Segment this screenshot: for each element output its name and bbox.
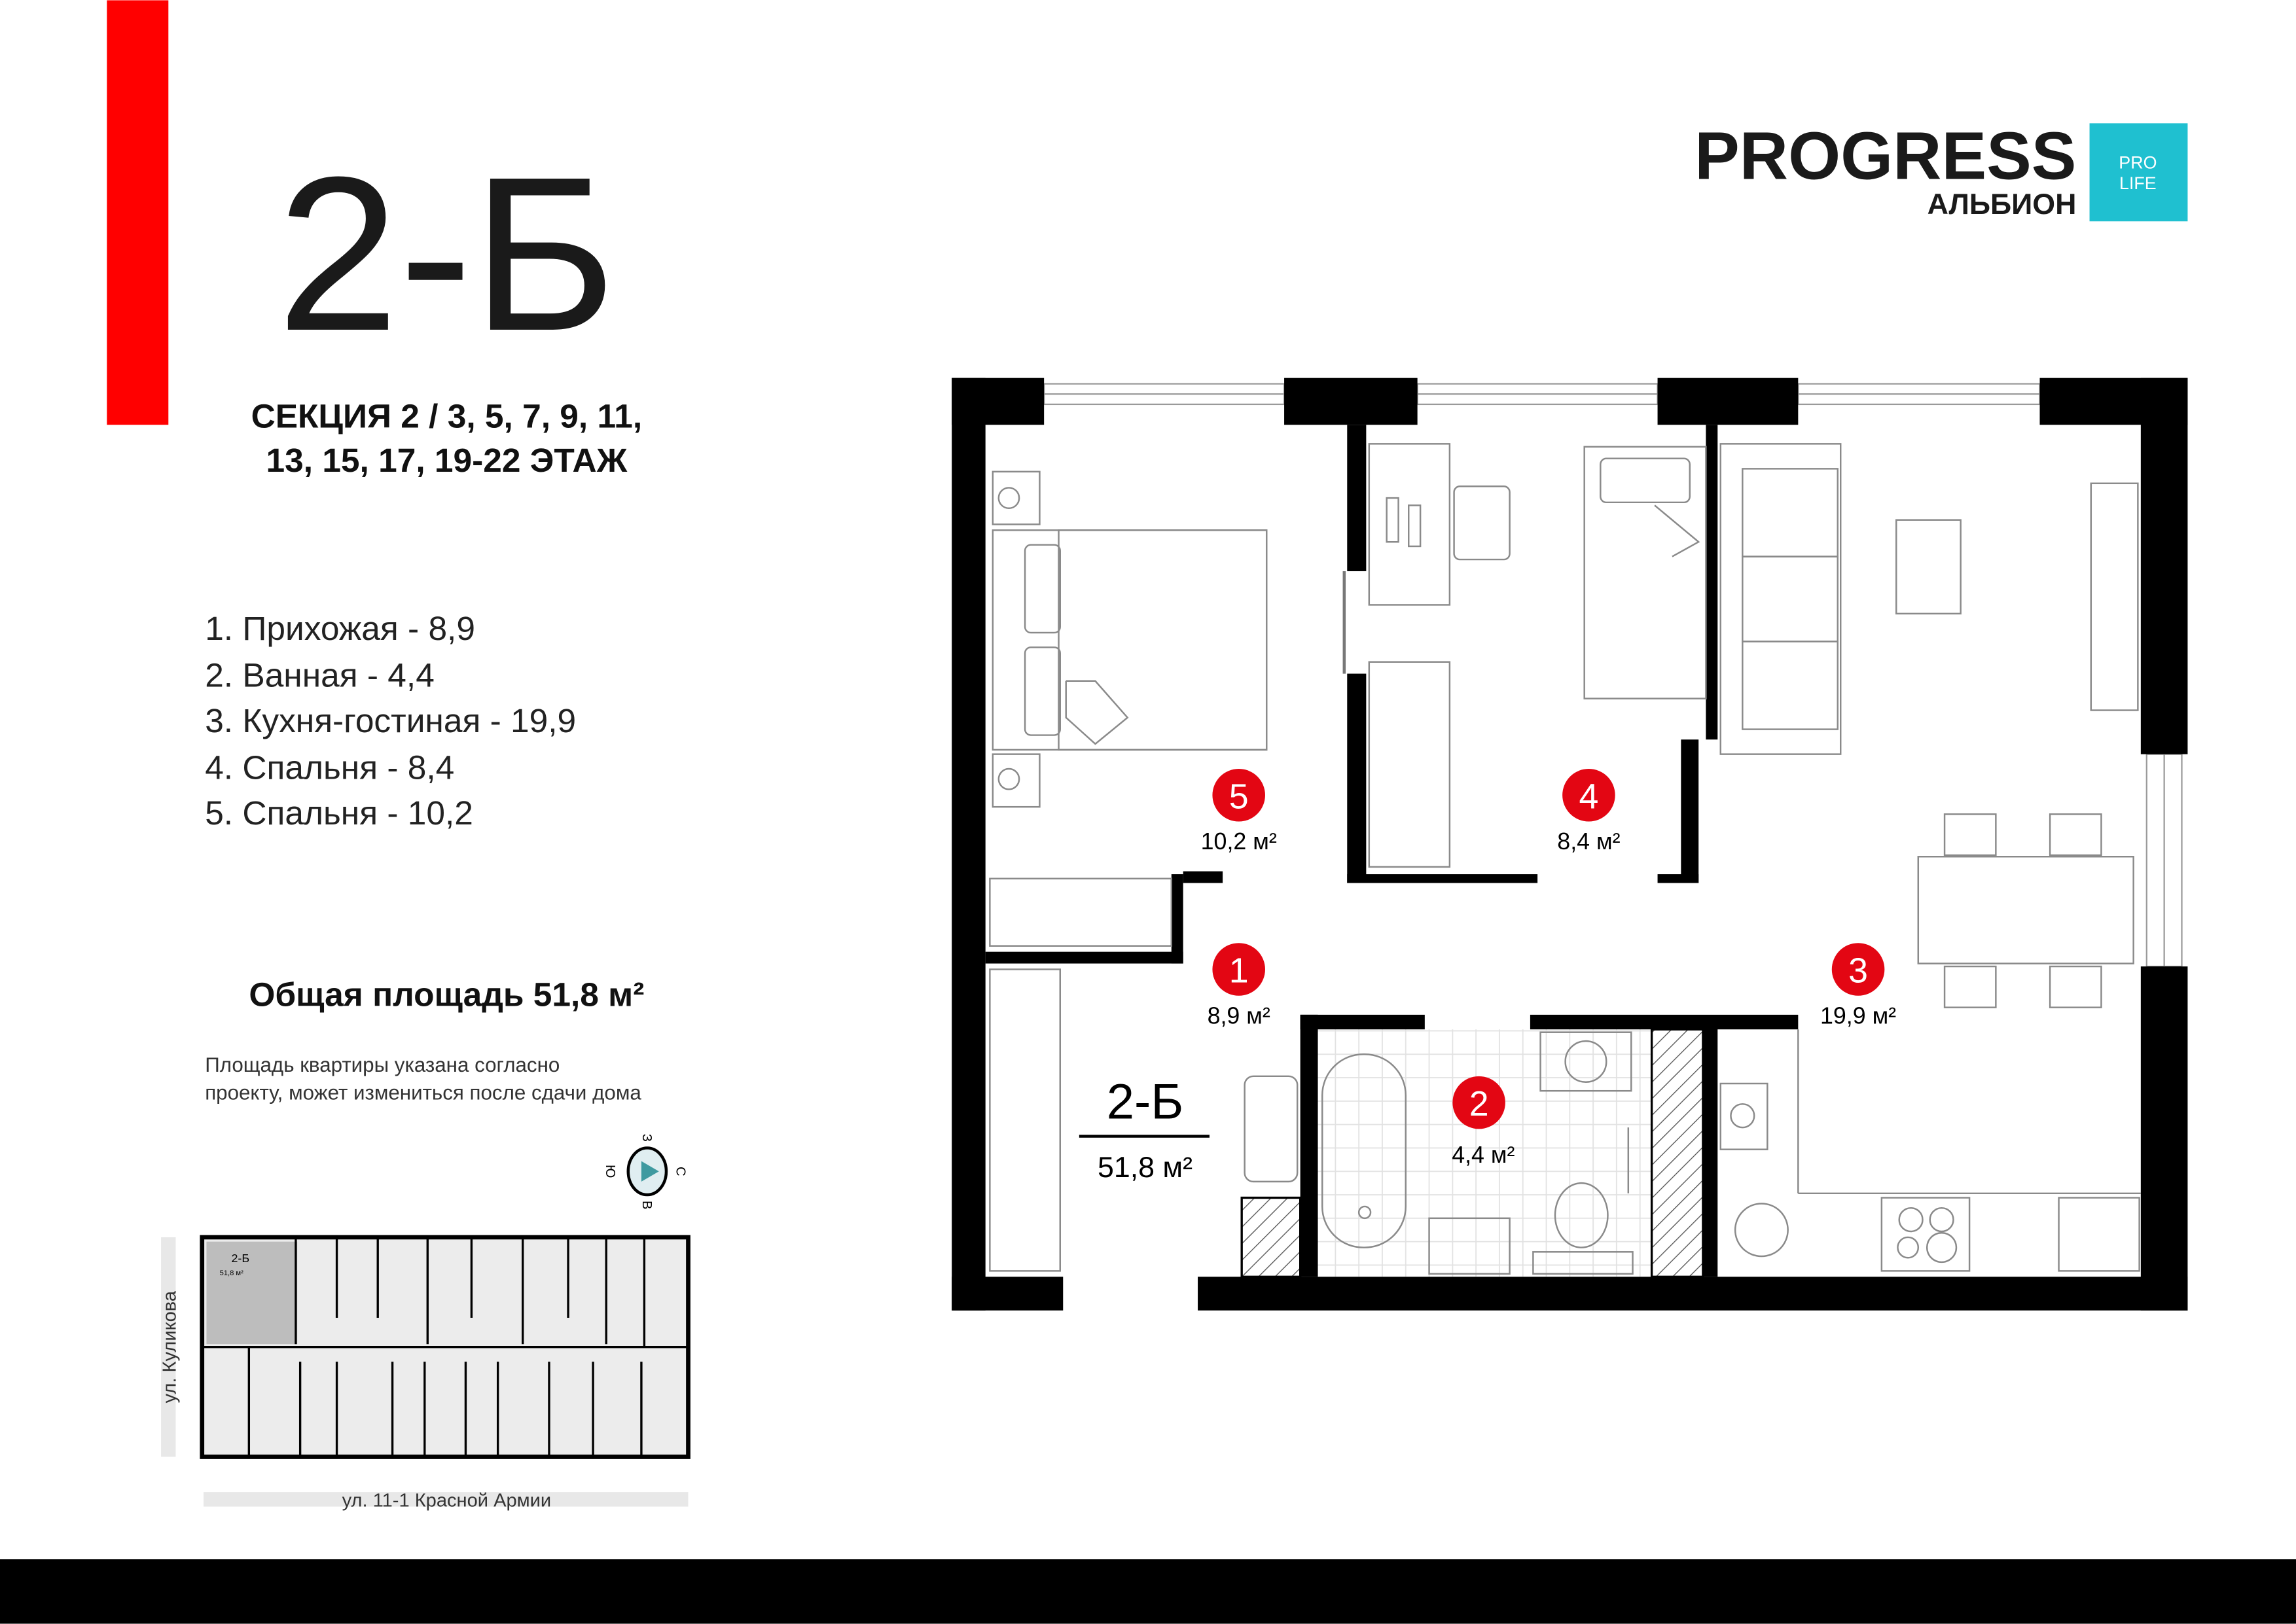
floor-plan: 5 10,2 м² 4 8,4 м² 1 8,9 м² 2 4,4 м² 3 1…	[952, 378, 2188, 1311]
room-marker: 3 19,9 м²	[1820, 943, 1896, 1029]
apartment-code-title: 2-Б	[277, 132, 617, 377]
compass: С Ю В З	[603, 1134, 687, 1210]
room-list-item: 3. Кухня-гостиная - 19,9	[205, 701, 576, 739]
room-area: 8,4 м²	[1557, 828, 1620, 855]
section-floors-line1: СЕКЦИЯ 2 / 3, 5, 7, 9, 11,	[251, 397, 643, 435]
footer-bar	[0, 1559, 2296, 1624]
accent-bar	[107, 0, 169, 425]
svg-text:2: 2	[1469, 1084, 1489, 1123]
plan-unit-area: 51,8 м²	[1098, 1151, 1193, 1184]
room-list-item: 4. Спальня - 8,4	[205, 749, 454, 786]
room-area: 10,2 м²	[1201, 828, 1277, 855]
brand-badge	[2089, 123, 2188, 222]
street-bottom-label: ул. 11-1 Красной Армии	[342, 1491, 552, 1511]
compass-label-west: З	[639, 1134, 654, 1142]
room-area: 19,9 м²	[1820, 1002, 1896, 1029]
furniture	[989, 443, 2141, 1275]
section-floors-line2: 13, 15, 17, 19-22 ЭТАЖ	[266, 441, 628, 479]
plan-unit-code: 2-Б	[1107, 1074, 1184, 1130]
area-note-line1: Площадь квартиры указана согласно	[205, 1053, 560, 1076]
room-list-item: 2. Ванная - 4,4	[205, 656, 435, 694]
room-marker: 1 8,9 м²	[1208, 943, 1270, 1029]
svg-text:4: 4	[1579, 777, 1598, 816]
svg-text:3: 3	[1848, 951, 1868, 991]
brand-subtitle: АЛЬБИОН	[1928, 188, 2077, 221]
brand-logo: PROGRESS АЛЬБИОН PRO LIFE	[1695, 118, 2188, 222]
site-plan-unit-area: 51,8 м²	[220, 1269, 244, 1277]
total-area: Общая площадь 51,8 м²	[249, 975, 644, 1013]
compass-label-east: В	[639, 1201, 654, 1209]
compass-label-south: Ю	[603, 1165, 617, 1178]
brand-badge-line1: PRO	[2119, 153, 2157, 173]
room-area: 8,9 м²	[1208, 1002, 1270, 1029]
brand-badge-line2: LIFE	[2119, 173, 2157, 193]
room-area: 4,4 м²	[1452, 1142, 1515, 1168]
room-list: 1. Прихожая - 8,9 2. Ванная - 4,4 3. Кух…	[205, 609, 576, 832]
svg-text:1: 1	[1229, 951, 1249, 991]
room-marker: 2 4,4 м²	[1452, 1076, 1515, 1168]
site-plan-unit-code: 2-Б	[231, 1252, 249, 1265]
site-plan: ул. Куликова 2-Б 51,8 м²	[159, 1235, 691, 1511]
room-list-item: 1. Прихожая - 8,9	[205, 609, 475, 647]
room-list-item: 5. Спальня - 10,2	[205, 794, 473, 832]
street-left-label: ул. Куликова	[159, 1290, 180, 1403]
area-note-line2: проекту, может измениться после сдачи до…	[205, 1082, 641, 1104]
north-arrow-icon	[641, 1161, 659, 1182]
compass-label-north: С	[673, 1167, 688, 1176]
room-marker: 5 10,2 м²	[1201, 769, 1277, 855]
svg-text:5: 5	[1229, 777, 1249, 816]
site-plan-highlighted-unit	[206, 1241, 298, 1345]
room-marker: 4 8,4 м²	[1557, 769, 1621, 855]
brand-name: PROGRESS	[1695, 118, 2076, 193]
